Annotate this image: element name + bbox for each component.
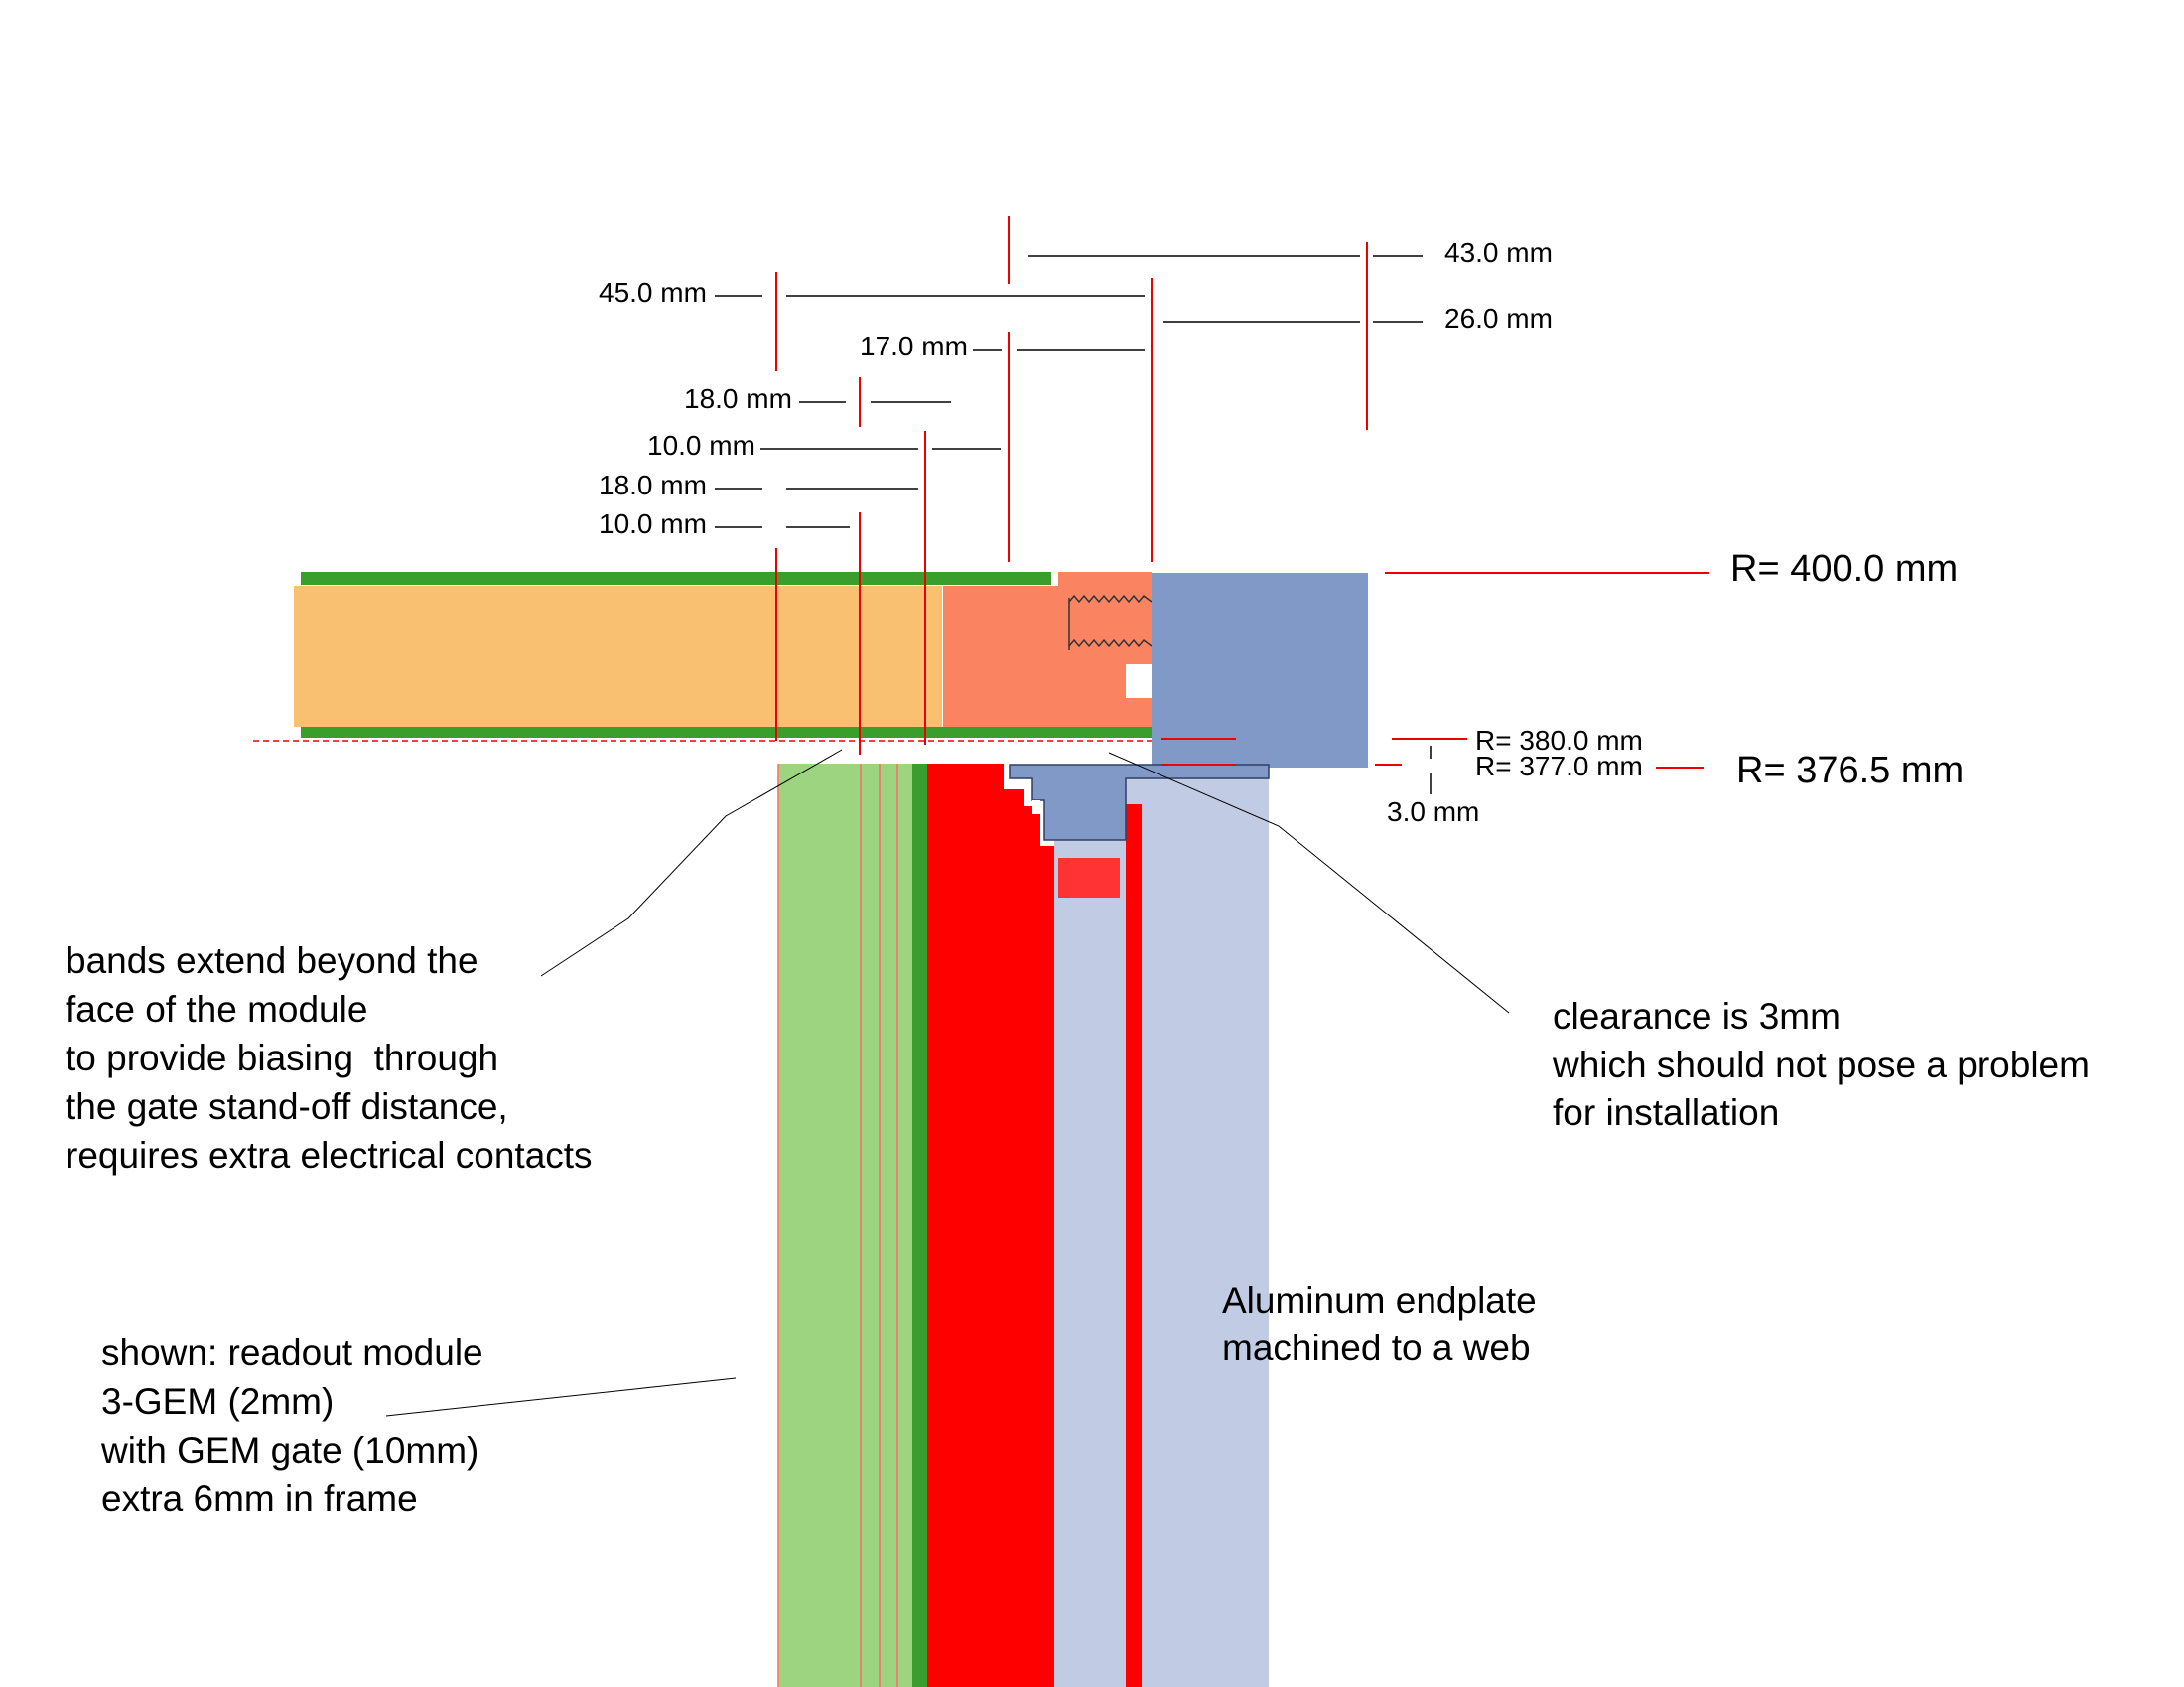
module-note-line-2: 3-GEM (2mm)	[101, 1381, 334, 1422]
bands-note-line-3: to provide biasing through	[66, 1038, 498, 1078]
dim-26-label: 26.0 mm	[1444, 303, 1553, 334]
module-red-strip	[1126, 804, 1142, 1687]
bracket-red-block	[1058, 858, 1120, 898]
dim-18b-label: 18.0 mm	[599, 470, 707, 500]
bands-note-line-5: requires extra electrical contacts	[66, 1135, 593, 1176]
honeycomb-core	[294, 586, 942, 727]
radius-labels: R= 400.0 mm R= 380.0 mm R= 377.0 mm R= 3…	[1475, 548, 1964, 791]
bands-note-line-2: face of the module	[66, 989, 367, 1030]
dim-3-label: 3.0 mm	[1387, 796, 1479, 827]
dim-17-label: 17.0 mm	[860, 331, 968, 361]
endplate-web	[1054, 778, 1269, 1687]
module-light-green	[778, 764, 912, 1687]
dim-43-label: 43.0 mm	[1444, 237, 1553, 268]
endplate-bracket	[1009, 764, 1270, 841]
radius-400-label: R= 400.0 mm	[1730, 548, 1958, 590]
dim-10b-label: 10.0 mm	[599, 508, 707, 539]
bands-note-line-4: the gate stand-off distance,	[66, 1086, 508, 1127]
module-dark-green-band	[912, 764, 927, 1687]
radius-376-label: R= 376.5 mm	[1736, 750, 1964, 791]
frame-insert	[943, 586, 1152, 727]
readout-module	[777, 764, 1270, 1687]
thread-icon	[1068, 594, 1153, 650]
radius-380-label: R= 380.0 mm	[1475, 725, 1643, 756]
clearance-note: clearance is 3mm which should not pose a…	[1552, 996, 2090, 1133]
clearance-leader	[1108, 752, 1510, 1014]
bracket-notch	[1032, 800, 1040, 814]
clearance-note-line-3: for installation	[1553, 1092, 1779, 1133]
module-note-line-1: shown: readout module	[101, 1333, 483, 1373]
frame-top-green-skin	[301, 572, 1051, 585]
endplate-note-line-1: Aluminum endplate	[1222, 1280, 1537, 1321]
frame-insert-top	[1058, 572, 1152, 586]
frame-bottom-green-skin	[301, 727, 1152, 738]
reference-lines	[775, 216, 1709, 769]
bands-note-line-1: bands extend beyond the	[66, 940, 478, 981]
dim-18a-label: 18.0 mm	[684, 383, 792, 414]
clearance-note-line-2: which should not pose a problem	[1552, 1045, 2090, 1085]
dimension-lines	[715, 255, 1432, 794]
dim-45-label: 45.0 mm	[599, 277, 707, 308]
bolt-recess	[1126, 664, 1152, 698]
frame-assembly	[253, 572, 1368, 768]
dimension-labels: 43.0 mm 45.0 mm 26.0 mm 17.0 mm 18.0 mm …	[599, 237, 1553, 827]
module-note-line-4: extra 6mm in frame	[101, 1478, 418, 1519]
radius-377-label: R= 377.0 mm	[1475, 751, 1643, 781]
endplate-note: Aluminum endplate machined to a web	[1222, 1280, 1537, 1368]
module-note-line-3: with GEM gate (10mm)	[100, 1430, 478, 1471]
leader-lines	[385, 749, 1510, 1417]
endplate-note-line-2: machined to a web	[1222, 1328, 1531, 1368]
endplate-block	[1152, 573, 1368, 768]
module-note: shown: readout module 3-GEM (2mm) with G…	[100, 1333, 483, 1519]
clearance-note-line-1: clearance is 3mm	[1553, 996, 1841, 1037]
module-leader	[385, 1377, 737, 1417]
dim-10a-label: 10.0 mm	[647, 430, 755, 461]
module-red-frame	[927, 764, 1054, 1687]
bands-leader	[540, 749, 843, 977]
bands-note: bands extend beyond the face of the modu…	[66, 940, 593, 1176]
